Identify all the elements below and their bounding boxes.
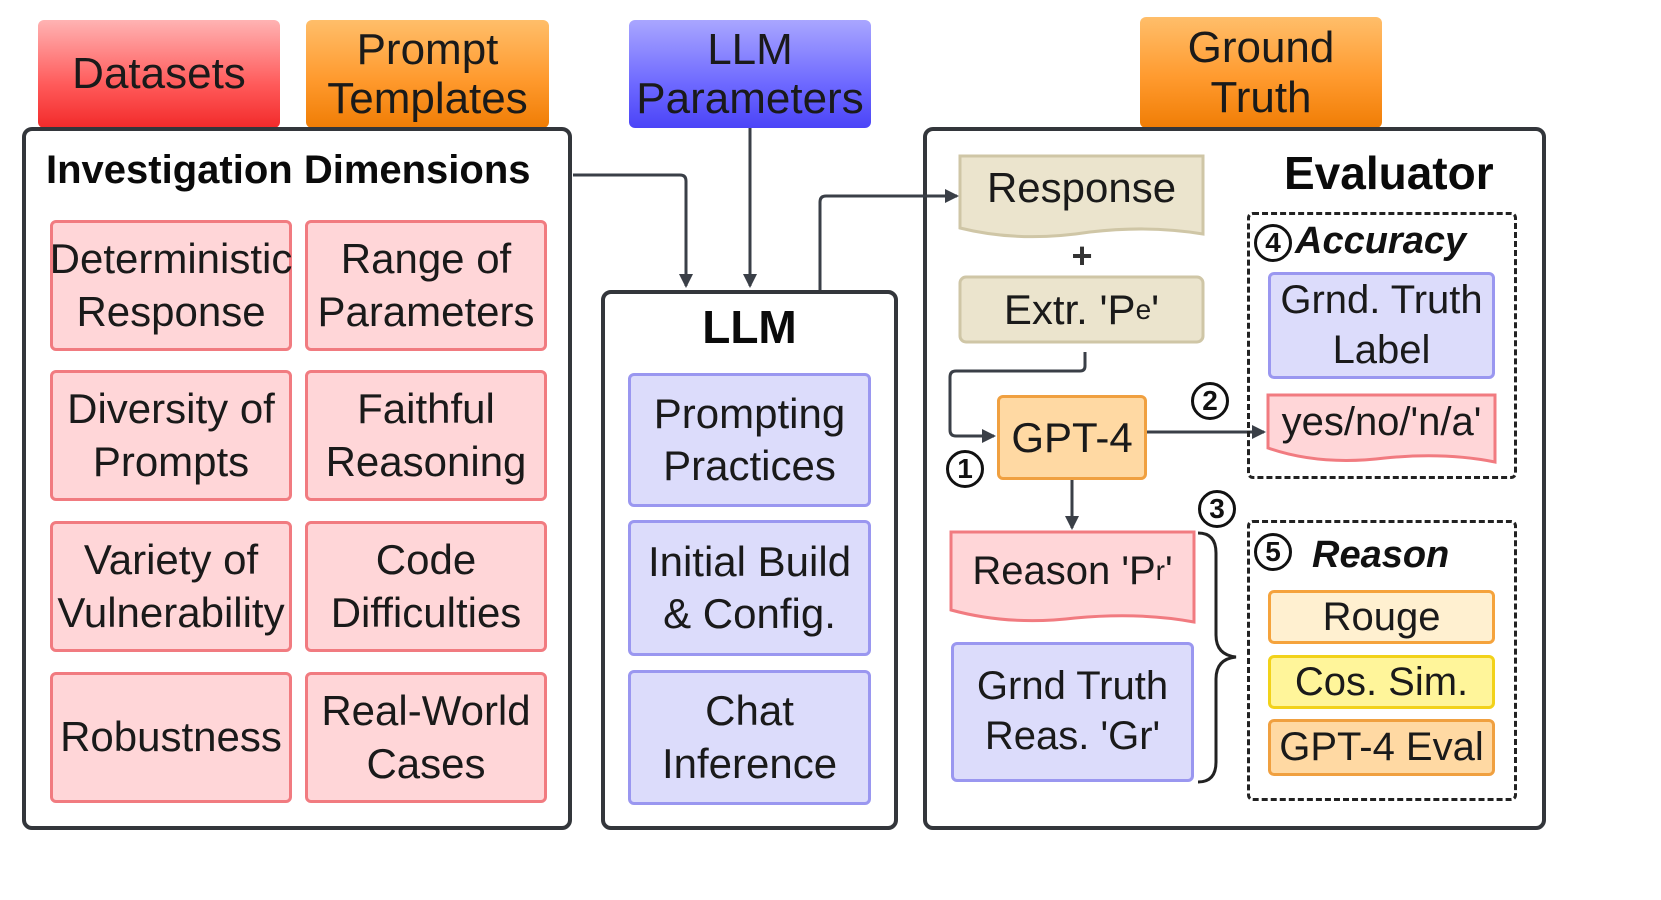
llm-title: LLM [702, 301, 797, 353]
dim-code-difficulties: Code Difficulties [305, 521, 547, 652]
metric-cos-sim-label: Cos. Sim. [1294, 659, 1469, 704]
dim-cell-line: Vulnerability [57, 588, 285, 636]
dim-cell-line: Robustness [60, 713, 282, 761]
llm-chat-inference: Chat Inference [628, 670, 871, 805]
dim-cell-line: Parameters [317, 287, 535, 335]
dim-range-of-parameters: Range of Parameters [305, 220, 547, 351]
grnd-truth-reas-line-2: Reas. 'Gr' [984, 714, 1161, 758]
ground-truth-line-2: Truth [1210, 72, 1312, 122]
dim-cell-line: Diversity of [67, 385, 275, 433]
reason-prefix: Reason 'P [972, 548, 1156, 593]
extr-prefix: Extr. 'P [1003, 285, 1136, 333]
step-2-marker: 2 [1191, 382, 1229, 420]
dim-variety-of-vulnerability: Variety of Vulnerability [50, 521, 292, 652]
plus-sign: + [1071, 235, 1093, 276]
dim-cell-line: Variety of [83, 536, 259, 584]
dim-cell-line: Code [375, 536, 477, 584]
yes-no-doc-shape [1266, 393, 1497, 464]
step-3-marker: 3 [1198, 490, 1236, 528]
step-5-marker: 5 [1254, 533, 1292, 571]
llm-parameters-line-2: Parameters [636, 74, 864, 123]
dim-cell-line: Reasoning [325, 437, 527, 485]
metric-rouge-label: Rouge [1322, 594, 1441, 639]
datasets-label: Datasets [72, 49, 246, 99]
llm-parameters-tag: LLM Parameters [629, 20, 871, 128]
metric-cos-sim: Cos. Sim. [1268, 655, 1495, 709]
reason-metrics-group [1247, 520, 1517, 801]
gpt4-label: GPT-4 [1011, 413, 1133, 461]
investigation-dimensions-title: Investigation Dimensions [46, 148, 531, 192]
llm-cell-line: Practices [663, 442, 836, 489]
prompt-templates-line-2: Templates [327, 74, 528, 123]
llm-prompting-practices: Prompting Practices [628, 373, 871, 507]
reason-doc-shape [949, 530, 1196, 624]
accuracy-group [1247, 212, 1517, 479]
llm-cell-line: Prompting [653, 389, 846, 437]
ground-truth-tag: Ground Truth [1140, 17, 1382, 128]
yes-no-na-label: yes/no/'n/a' [1281, 399, 1482, 444]
dim-cell-line: Response [76, 287, 266, 335]
datasets-tag: Datasets [38, 20, 280, 128]
evaluator-title: Evaluator [1284, 147, 1494, 199]
llm-cell-line: Initial Build [647, 537, 852, 585]
metric-rouge: Rouge [1268, 590, 1495, 644]
dim-faithful-reasoning: Faithful Reasoning [305, 370, 547, 501]
dim-cell-line: Difficulties [330, 588, 522, 636]
reason-suffix: ' [1165, 548, 1173, 593]
arrow-llm-to-response [818, 189, 959, 290]
metric-gpt4-eval: GPT-4 Eval [1268, 719, 1495, 776]
llm-cell-line: Inference [661, 739, 838, 787]
prompt-templates-tag: Prompt Templates [306, 20, 549, 128]
dim-robustness: Robustness [50, 672, 292, 803]
reason-subscript: r [1155, 555, 1165, 586]
gpt4-box: GPT-4 [997, 395, 1147, 480]
reason-metrics-label: Reason [1312, 534, 1450, 576]
reason-group-brace [1197, 531, 1237, 784]
grnd-truth-reas-box: Grnd Truth Reas. 'Gr' [951, 642, 1194, 782]
extr-box-shape [958, 275, 1205, 344]
response-doc-shape [958, 154, 1205, 239]
metric-gpt4-eval-label: GPT-4 Eval [1279, 725, 1484, 769]
grnd-truth-label-line-2: Label [1332, 327, 1431, 372]
grnd-truth-label-box: Grnd. Truth Label [1268, 272, 1495, 379]
arrow-dimensions-to-llm [573, 173, 693, 288]
dim-diversity-of-prompts: Diversity of Prompts [50, 370, 292, 501]
dim-cell-line: Deterministic [49, 235, 293, 283]
dim-cell-line: Range of [340, 235, 512, 283]
llm-cell-line: & Config. [663, 590, 836, 637]
dim-cell-line: Faithful [357, 385, 495, 433]
step-1-marker: 1 [946, 450, 984, 488]
extr-suffix: ' [1151, 285, 1160, 333]
grnd-truth-reas-line-1: Grnd Truth [976, 664, 1169, 709]
dim-cell-line: Real-World [321, 687, 531, 735]
extr-subscript: e [1135, 293, 1152, 325]
dim-cell-line: Cases [366, 739, 486, 787]
llm-initial-build-config: Initial Build & Config. [628, 520, 871, 656]
arrow-extr-to-gpt4 [948, 352, 1087, 443]
ground-truth-line-1: Ground [1187, 23, 1335, 73]
grnd-truth-label-line-1: Grnd. Truth [1280, 277, 1483, 322]
dim-deterministic-response: Deterministic Response [50, 220, 292, 351]
llm-parameters-line-1: LLM [707, 24, 793, 74]
dim-real-world-cases: Real-World Cases [305, 672, 547, 803]
llm-cell-line: Chat [705, 687, 794, 735]
step-4-marker: 4 [1254, 224, 1292, 262]
dim-cell-line: Prompts [92, 437, 250, 485]
accuracy-label: Accuracy [1295, 220, 1467, 262]
response-label: Response [986, 163, 1177, 211]
prompt-templates-line-1: Prompt [356, 24, 499, 74]
